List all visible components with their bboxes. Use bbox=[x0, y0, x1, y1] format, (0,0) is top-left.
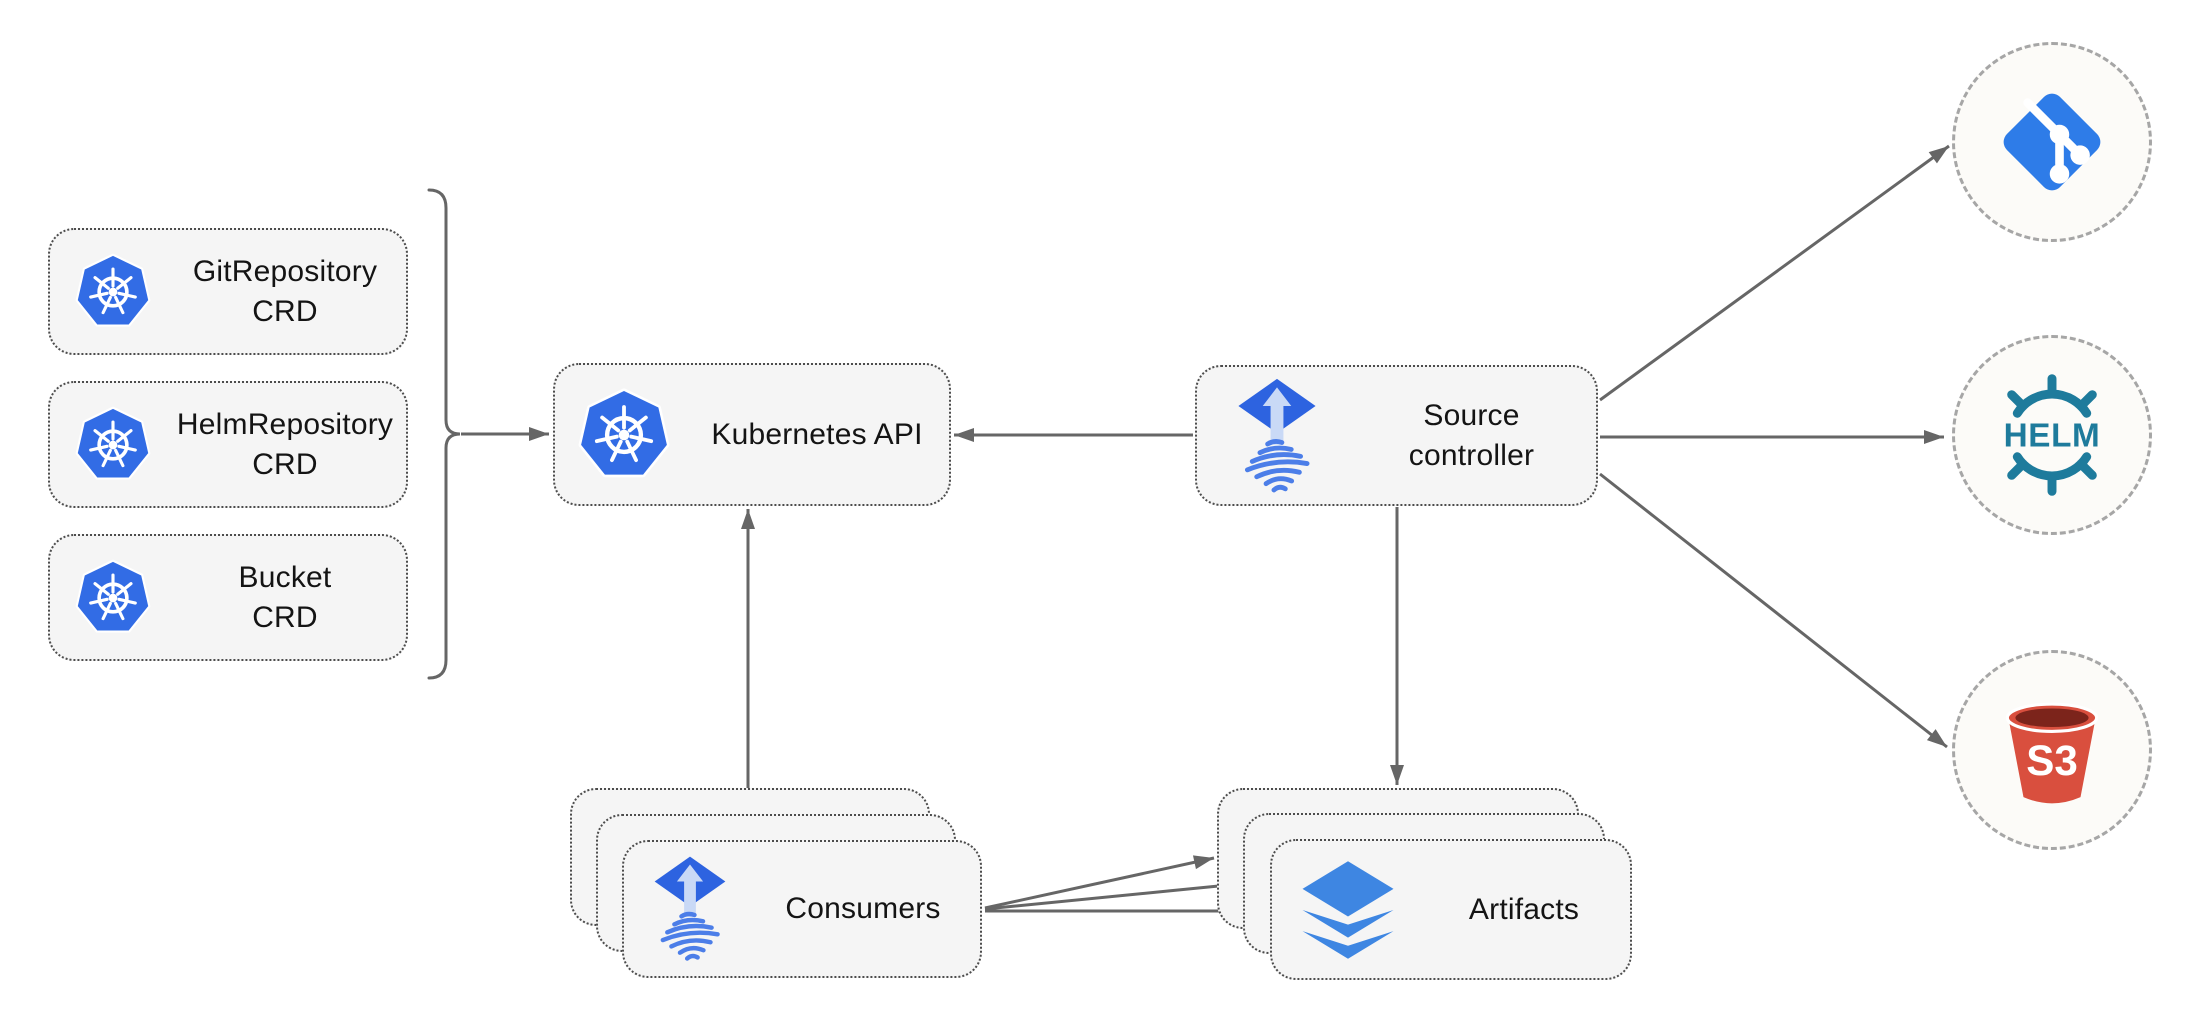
source-controller-node: Source controller bbox=[1195, 365, 1598, 506]
git-source-circle bbox=[1952, 42, 2152, 242]
flux-icon bbox=[1231, 376, 1323, 496]
helm-source-circle: HELM bbox=[1952, 335, 2152, 535]
bucket-crd-node: Bucket CRD bbox=[48, 534, 408, 661]
arrow-source-controller-to-s3 bbox=[1599, 472, 1948, 749]
helmrepository-crd-label: HelmRepository CRD bbox=[176, 407, 394, 481]
kubernetes-api-label: Kubernetes API bbox=[711, 417, 923, 451]
s3-source-circle: S3 bbox=[1952, 650, 2152, 850]
helm-wordmark: HELM bbox=[2004, 418, 2101, 455]
flux-icon bbox=[648, 854, 732, 964]
arrow-consumers-to-artifacts-2 bbox=[984, 878, 1240, 911]
consumers-label: Consumers bbox=[785, 892, 941, 926]
helm-icon: HELM bbox=[2004, 374, 2101, 496]
consumers-node: Consumers bbox=[622, 840, 982, 978]
artifacts-label: Artifacts bbox=[1468, 892, 1580, 926]
kubernetes-icon bbox=[74, 557, 152, 639]
kubernetes-icon bbox=[74, 404, 152, 486]
gitrepository-crd-node: GitRepository CRD bbox=[48, 228, 408, 355]
gitrepository-crd-label: GitRepository CRD bbox=[192, 254, 378, 328]
helmrepository-crd-node: HelmRepository CRD bbox=[48, 381, 408, 508]
crd-group-brace bbox=[427, 188, 461, 680]
source-controller-label: Source controller bbox=[1408, 398, 1535, 472]
artifacts-node: Artifacts bbox=[1270, 839, 1632, 980]
kubernetes-icon bbox=[74, 251, 152, 333]
arrow-consumers-to-artifacts-1 bbox=[984, 855, 1215, 910]
layers-icon bbox=[1296, 858, 1400, 962]
arrow-source-controller-to-git bbox=[1599, 144, 1950, 402]
bucket-crd-label: Bucket CRD bbox=[238, 560, 332, 634]
kubernetes-icon bbox=[577, 385, 671, 485]
s3-wordmark: S3 bbox=[2026, 737, 2078, 784]
s3-bucket-icon: S3 bbox=[2005, 702, 2099, 804]
kubernetes-api-node: Kubernetes API bbox=[553, 363, 951, 506]
git-icon bbox=[2003, 93, 2101, 191]
